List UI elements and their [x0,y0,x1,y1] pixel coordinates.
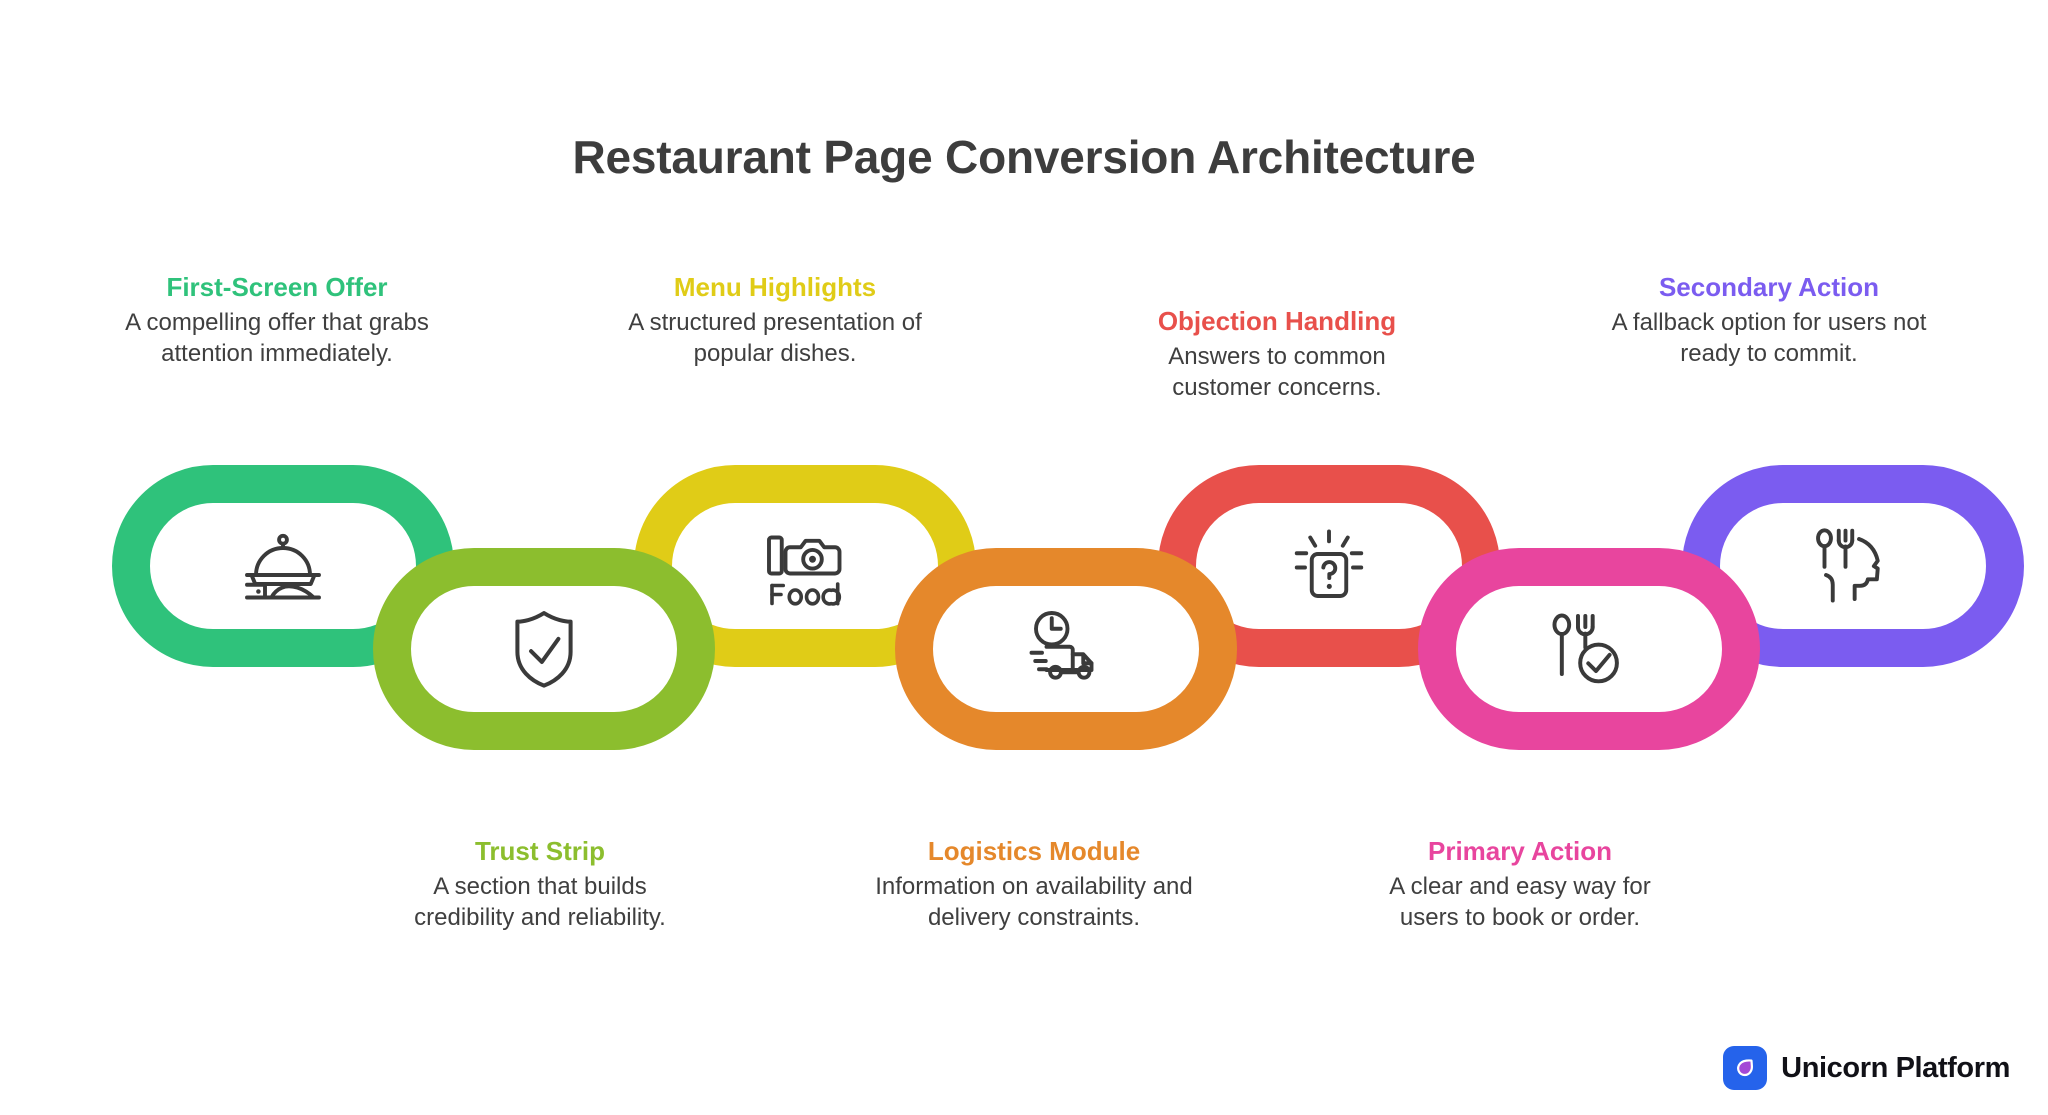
caption-title: Objection Handling [1157,306,1397,336]
link-ring [1418,548,1760,750]
caption-secondary-action: Secondary Action A fallback option for u… [1610,272,1928,369]
unicorn-platform-droplet-icon [1723,1046,1768,1090]
chain-link-trust-strip[interactable] [373,548,715,750]
brand-name: Unicorn Platform [1781,1051,2010,1084]
chain-diagram [0,455,2048,805]
chain-link-logistics-module[interactable] [895,548,1237,750]
caption-description: A compelling offer that grabs attention … [125,308,429,367]
link-ring [373,548,715,750]
page-title: Restaurant Page Conversion Architecture [572,131,1476,183]
caption-title: Menu Highlights [673,272,877,302]
caption-trust-strip: Trust Strip A section that builds credib… [380,836,700,933]
caption-description: A structured presentation of popular dis… [628,308,922,367]
caption-primary-action: Primary Action A clear and easy way for … [1360,836,1680,933]
caption-description: Information on availability and delivery… [875,872,1193,931]
caption-title: Logistics Module [927,836,1141,866]
caption-logistics-module: Logistics Module Information on availabi… [875,836,1193,933]
caption-description: A clear and easy way for users to book o… [1389,872,1651,931]
brand-logo: Unicorn Platform [1723,1046,2010,1090]
caption-title: First-Screen Offer [166,272,388,302]
link-ring [895,548,1237,750]
caption-title: Secondary Action [1658,272,1880,302]
caption-first-screen-offer: First-Screen Offer A compelling offer th… [112,272,442,369]
chain-link-primary-action[interactable] [1418,548,1760,750]
caption-menu-highlights: Menu Highlights A structured presentatio… [620,272,930,369]
caption-title: Trust Strip [474,836,605,866]
caption-description: Answers to common customer concerns. [1168,342,1386,401]
caption-title: Primary Action [1428,836,1612,866]
caption-objection-handling: Objection Handling Answers to common cus… [1118,306,1436,403]
caption-description: A section that builds credibility and re… [414,872,666,931]
caption-description: A fallback option for users not ready to… [1611,308,1927,367]
